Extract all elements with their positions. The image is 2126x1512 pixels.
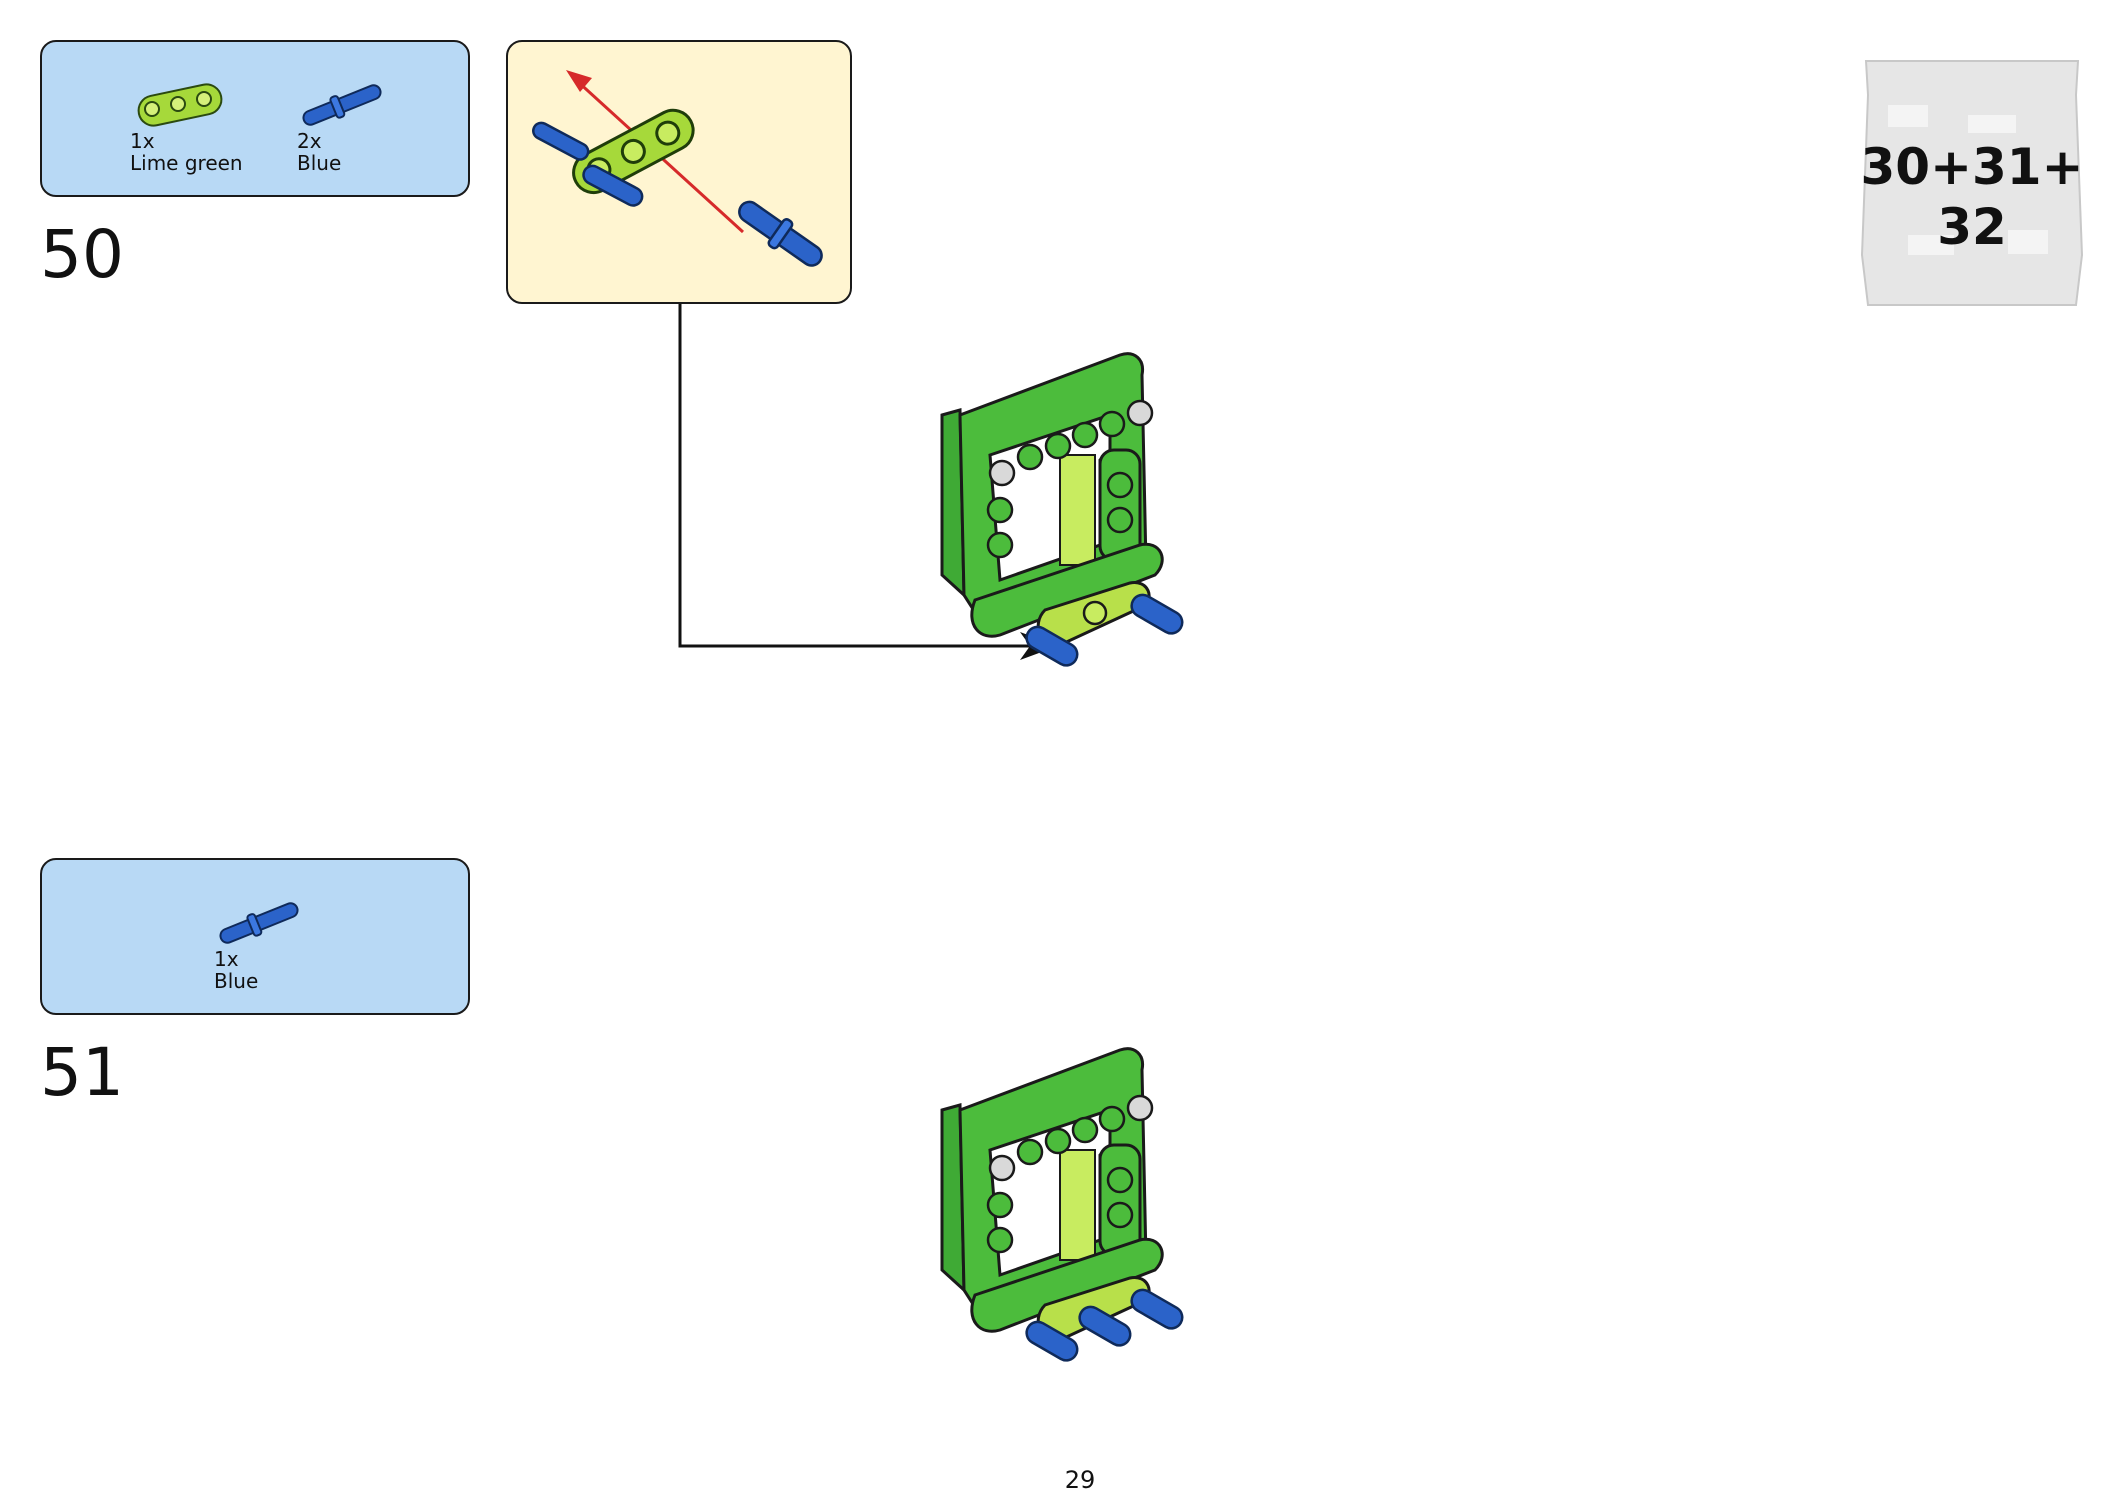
green-frame [940, 1047, 1164, 1333]
part-qty: 1x [130, 129, 155, 153]
page-number: 29 [1064, 1466, 1096, 1494]
step-50-parts-list: 1x Lime green 2x Blue [40, 40, 470, 197]
part-blue-pin: 1x Blue [214, 898, 354, 992]
part-qty: 2x [297, 129, 322, 153]
step-50-model [940, 352, 1184, 667]
blue-pin-icon [302, 84, 382, 126]
subassembly-diagram [532, 70, 823, 267]
bag-number-line-1: 30+31+ [1860, 138, 2084, 196]
blue-pin-icon [219, 902, 299, 944]
part-qty: 1x [214, 947, 239, 971]
blue-pin [1025, 593, 1184, 667]
part-lime-beam: 1x Lime green [130, 80, 270, 174]
red-arrow-icon [566, 70, 592, 92]
part-color: Blue [297, 151, 342, 175]
part-color: Lime green [130, 151, 243, 175]
step-number-50: 50 [40, 216, 124, 293]
bag-number-line-2: 32 [1937, 198, 2007, 256]
step-51-model [940, 1047, 1184, 1362]
part-color: Blue [214, 969, 259, 993]
subassembly-callout [506, 40, 852, 304]
green-frame [940, 352, 1164, 638]
parts-bag: 30+31+ 32 [1858, 55, 2086, 311]
blue-pin [1025, 1288, 1184, 1362]
lime-beam-icon [137, 83, 223, 127]
step-51-parts-list: 1x Blue [40, 858, 470, 1015]
step-number-51: 51 [40, 1034, 124, 1111]
part-blue-pin: 2x Blue [297, 80, 437, 174]
bag-icon [1860, 60, 2084, 306]
